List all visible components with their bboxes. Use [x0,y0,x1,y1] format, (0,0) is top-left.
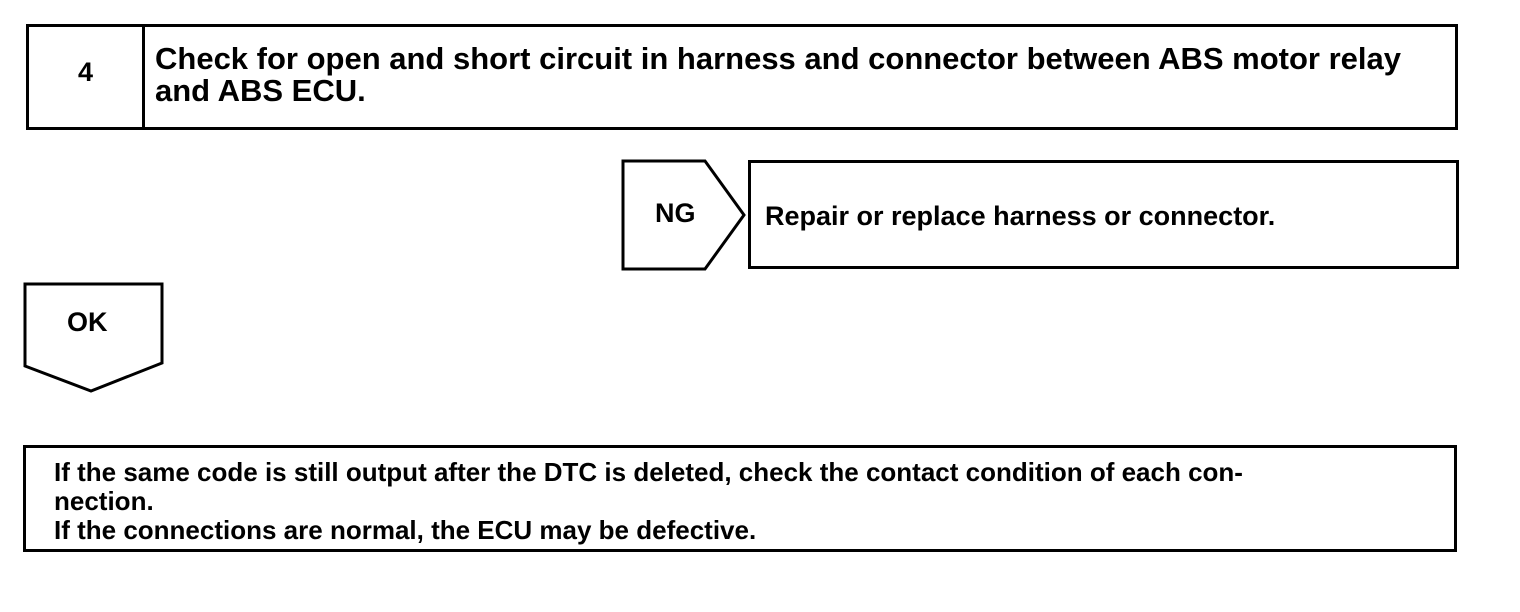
step-number: 4 [77,56,94,87]
step-title: Check for open and short circuit in harn… [155,41,1401,108]
ng-action-box: Repair or replace harness or connector. [748,160,1459,269]
note-line-3: If the connections are normal, the ECU m… [54,515,757,545]
note-line-2: nection. [54,486,154,516]
ok-label: OK [67,307,108,337]
ng-label: NG [655,198,696,228]
note-text: If the same code is still output after t… [54,458,1434,545]
ok-arrow-shape [23,282,164,393]
step-header-box: 4 Check for open and short circuit in ha… [26,24,1458,130]
ng-action-text: Repair or replace harness or connector. [765,201,1276,231]
note-box: If the same code is still output after t… [23,445,1457,552]
step-number-cell: 4 [29,27,145,127]
ng-arrow-shape [621,159,746,271]
note-line-1: If the same code is still output after t… [54,457,1243,487]
